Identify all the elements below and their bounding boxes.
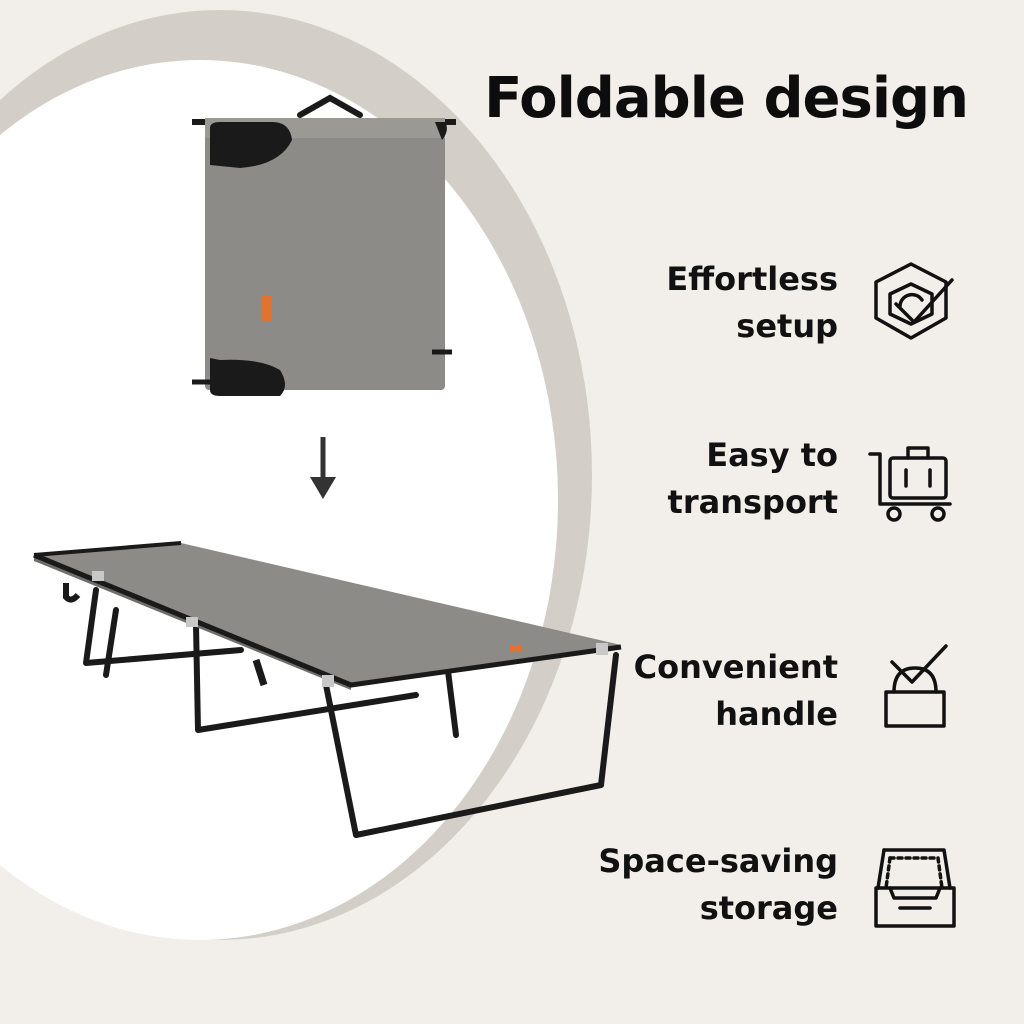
luggage-cart-icon [868,446,952,522]
unfolded-cot-handle-strap [252,658,268,687]
unfolded-cot-frame [83,587,619,838]
feature-effortless-setup: Effortless setup [538,256,838,350]
handle-box-icon [884,644,948,728]
unfolded-cot-rail [33,552,622,688]
feature-line-1: Easy to [706,436,838,474]
unfolded-cot-hinge-1 [92,571,104,581]
unfolded-cot-hinge-3 [322,675,334,687]
down-arrow-icon [310,437,336,499]
unfolded-cot-hinge-4 [596,643,608,655]
folded-cot-corner-tr [435,122,447,140]
folded-cot-brand-tag [262,295,272,321]
hexagon-check-icon [874,262,954,340]
folded-cot-corner-bl [210,358,285,396]
page-title: Foldable design [484,66,969,131]
unfolded-cot-image [33,541,622,838]
folded-cot-handle [297,94,363,118]
feature-line-2: handle [715,695,838,733]
feature-line-2: transport [667,483,838,521]
feature-line-2: setup [736,307,838,345]
feature-line-1: Convenient [633,648,838,686]
feature-line-2: storage [699,889,838,927]
feature-line-1: Space-saving [598,842,838,880]
unfolded-cot-fabric [34,543,621,683]
storage-drawer-icon [874,848,956,928]
unfolded-cot-rail-end [33,541,182,557]
folded-cot-image [192,94,456,396]
unfolded-cot-strap [63,583,81,603]
unfolded-cot-brand-tag [510,645,522,652]
feature-convenient-handle: Convenient handle [538,644,838,738]
feature-space-saving-storage: Space-saving storage [538,838,838,932]
folded-cot-fabric [205,118,445,390]
unfolded-cot-hinge-2 [186,617,198,627]
feature-easy-to-transport: Easy to transport [538,432,838,526]
feature-line-1: Effortless [666,260,838,298]
folded-cot-corner-tl [210,122,292,168]
